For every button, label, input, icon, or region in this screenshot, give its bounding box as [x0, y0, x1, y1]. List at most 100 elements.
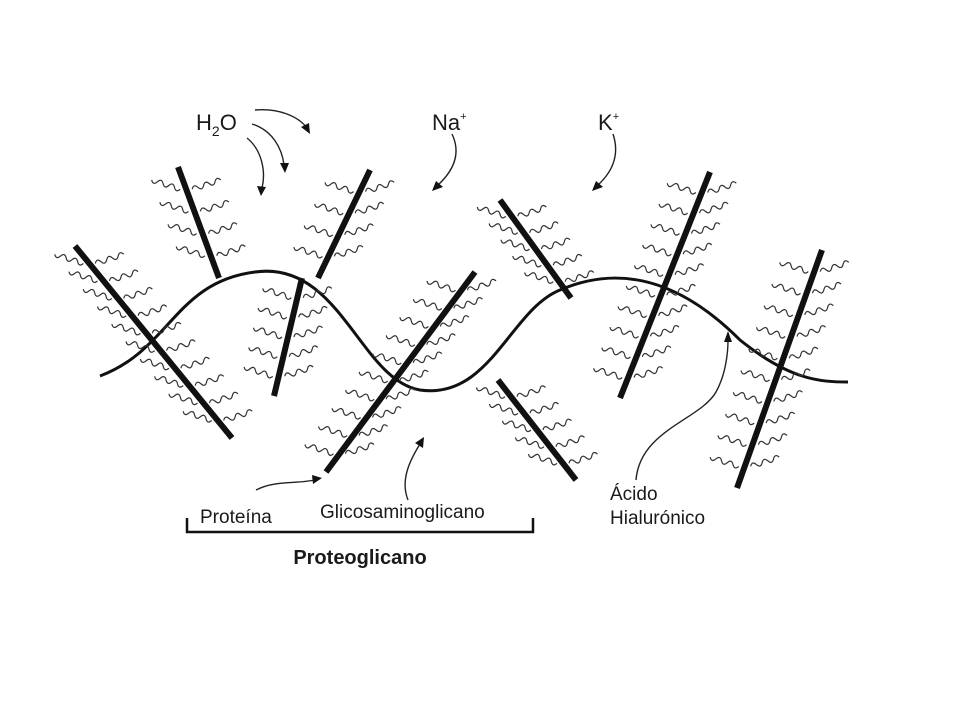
water-arrow-1: [254, 109, 308, 129]
glycosaminoglycan-chain: [708, 454, 741, 470]
glycosaminoglycan-chain: [297, 305, 329, 321]
hyaluronic-callout-arrow: [635, 339, 729, 481]
glycosaminoglycan-chain: [755, 324, 787, 340]
core-protein: [72, 244, 235, 440]
glycosaminoglycan-chain: [317, 423, 349, 439]
glycosaminoglycan-chain: [516, 204, 548, 220]
glycosaminoglycan-chain: [788, 345, 820, 362]
glycosaminoglycan-chain: [158, 199, 190, 215]
glycosaminoglycan-chain: [330, 405, 362, 421]
glycosaminoglycan-chain: [411, 296, 444, 312]
hyaluronic-callout-arrow-head: [724, 331, 732, 342]
glycosaminoglycan-chain: [166, 221, 198, 237]
glycosaminoglycan-chain: [287, 344, 320, 360]
core-protein: [271, 277, 305, 397]
sodium-arrow: [437, 133, 457, 186]
glycosaminoglycan-chain: [592, 365, 624, 381]
core-protein: [734, 248, 825, 490]
glycosaminoglycan-chain: [551, 253, 584, 269]
sodium-label: Na+: [432, 110, 467, 135]
glycosaminoglycan-chain: [624, 283, 657, 299]
glycosaminoglycan-callout-arrow-head: [415, 437, 424, 448]
water-arrow-3: [246, 137, 265, 189]
glycosaminoglycan-chain: [528, 401, 560, 417]
glycosaminoglycan-chain: [724, 410, 756, 427]
protein-label: Proteína: [200, 507, 272, 528]
core-protein: [315, 168, 373, 280]
glycosaminoglycan-chain: [540, 236, 572, 252]
glycosaminoglycan-chain: [108, 268, 140, 284]
glycosaminoglycan-chain: [673, 262, 706, 278]
water-arrow-1-head: [301, 123, 310, 134]
glycosaminoglycan-chain: [174, 243, 207, 259]
glycosaminoglycan-chain: [323, 179, 355, 195]
glycosaminoglycan-chain: [818, 259, 851, 275]
glycosaminoglycan-chain: [657, 303, 689, 319]
glycosaminoglycan-chain: [384, 332, 417, 348]
glycosaminoglycan-chain: [301, 285, 334, 301]
glycosaminoglycan-chain: [764, 410, 797, 427]
glycosaminoglycan-chain: [690, 221, 722, 237]
core-protein: [175, 165, 222, 280]
glycosaminoglycan-chain: [633, 262, 665, 278]
glycosaminoglycan-chain: [292, 324, 324, 340]
glycosaminoglycan-chain: [632, 365, 665, 381]
glycosaminoglycan-chain: [770, 281, 802, 297]
water-label: H2O: [196, 110, 237, 139]
glycosaminoglycan-chain: [762, 302, 795, 318]
glycosaminoglycan-chain: [641, 344, 673, 360]
glycosaminoglycan-chain: [261, 285, 293, 301]
hyaluronic-acid-backbone: [99, 269, 849, 393]
glycosaminoglycan-chain: [302, 222, 335, 238]
glycosaminoglycan-chain: [357, 368, 390, 385]
glycosaminoglycan-chain: [616, 303, 649, 319]
glycosaminoglycan-chain: [283, 364, 315, 380]
glycosaminoglycan-chain: [649, 324, 681, 340]
glycosaminoglycan-chain: [716, 432, 748, 448]
core-protein: [497, 198, 574, 300]
glycosaminoglycan-chain: [795, 324, 828, 340]
glycosaminoglycan-chain: [706, 180, 738, 196]
glycosaminoglycan-chain: [681, 241, 714, 258]
glycosaminoglycan-chain: [190, 176, 223, 193]
glycosaminoglycan-chain: [343, 222, 375, 238]
glycosaminoglycan-chain: [256, 305, 289, 321]
glycosaminoglycan-chain: [222, 408, 254, 424]
glycosaminoglycan-chain: [749, 454, 781, 470]
glycosaminoglycan-chain: [649, 221, 681, 237]
glycosaminoglycan-chain: [207, 221, 239, 237]
glycosaminoglycan-callout-arrow: [404, 443, 421, 501]
core-protein: [323, 270, 478, 474]
labels: H2O Na+ K+ Proteína Glicosaminoglicano Á…: [185, 110, 705, 569]
glycosaminoglycan-chain: [554, 434, 586, 450]
glycosaminoglycan-chain: [657, 200, 689, 217]
glycosaminoglycan-chain: [600, 344, 632, 360]
glycosaminoglycan-chain: [371, 350, 403, 366]
glycosaminoglycan-chain: [252, 324, 284, 340]
glycosaminoglycan-chain: [608, 324, 640, 340]
protein-callout-arrow: [255, 479, 315, 491]
protein-callout-arrow-head: [312, 475, 322, 484]
glycosaminoglycan-chain: [215, 243, 247, 259]
glycosaminoglycan-chain: [303, 441, 335, 457]
glycosaminoglycan-chain: [772, 389, 804, 405]
water-arrow-2-head: [280, 163, 289, 173]
glycosaminoglycan-chain: [313, 200, 345, 217]
glycosaminoglycan-chain: [528, 220, 560, 236]
sodium-arrow-head: [432, 181, 443, 191]
water-arrow-2: [251, 123, 285, 166]
glycosaminoglycan-chain: [136, 303, 169, 319]
glycosaminoglycan-chain: [344, 387, 376, 403]
glycosaminoglycan-chain: [292, 244, 324, 260]
core-protein: [617, 170, 713, 400]
proteoglycan-label: Proteoglicano: [293, 547, 426, 569]
glycosaminoglycan-chain: [165, 338, 197, 354]
hyaluronic-label-line1: Ácido: [610, 484, 658, 505]
glycosaminoglycan-chain: [199, 199, 231, 215]
glycosaminoglycan-chain: [567, 451, 599, 467]
glycosaminoglycan-chain: [739, 367, 771, 383]
proteoglycan-bracket: [185, 518, 535, 534]
glycosaminoglycan-chain: [425, 277, 457, 294]
